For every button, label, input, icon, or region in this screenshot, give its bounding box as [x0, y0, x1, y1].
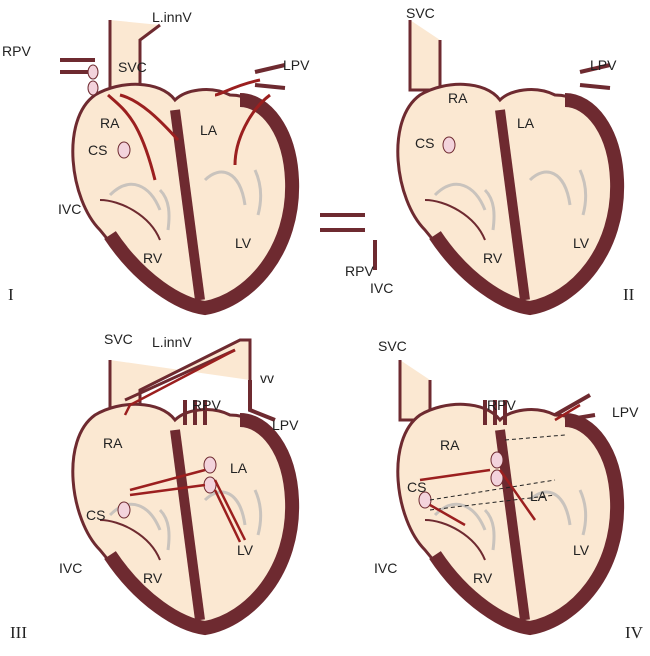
- label-la: LA: [530, 488, 548, 504]
- label-la: LA: [517, 115, 535, 131]
- label-ra: RA: [103, 435, 123, 451]
- panel-IV: SVC RPV LPV RA CS LA IVC RV LV IV: [374, 338, 644, 642]
- label-lpv: LPV: [272, 417, 299, 433]
- rpv-orifice: [490, 451, 504, 469]
- pulmonary-veins: [483, 393, 596, 425]
- label-ivc: IVC: [374, 560, 397, 576]
- label-vv: vv: [260, 370, 274, 386]
- rpv-orifice: [87, 80, 99, 96]
- label-cs: CS: [407, 479, 426, 495]
- label-rpv: RPV: [345, 263, 374, 279]
- label-rv: RV: [473, 570, 493, 586]
- label-ivc: IVC: [370, 280, 393, 296]
- heart-shape: [398, 404, 617, 628]
- panel-II: SVC LPV RA LA CS RPV IVC RV LV II: [320, 5, 635, 308]
- label-linnv: L.innV: [152, 9, 192, 25]
- label-rpv: RPV: [192, 397, 221, 413]
- flow-arrows: [419, 403, 581, 527]
- label-ra: RA: [100, 115, 120, 131]
- label-ivc: IVC: [58, 201, 81, 217]
- label-rpv: RPV: [2, 43, 31, 59]
- pulmonary-veins: [60, 58, 286, 90]
- svc-vessel: [408, 20, 442, 92]
- panel-numeral: III: [10, 623, 27, 642]
- label-ivc: IVC: [59, 560, 82, 576]
- label-lv: LV: [237, 542, 254, 558]
- pulmonary-veins: [183, 380, 276, 425]
- label-svc: SVC: [104, 331, 133, 347]
- panel-I: L.innV SVC RPV LPV RA LA CS IVC RV LV I: [2, 9, 310, 308]
- label-cs: CS: [86, 507, 105, 523]
- label-la: LA: [200, 122, 218, 138]
- flow-arrows: [107, 78, 271, 181]
- label-rv: RV: [143, 250, 163, 266]
- cs-orifice: [117, 501, 131, 519]
- label-linnv: L.innV: [152, 334, 192, 350]
- label-svc: SVC: [378, 338, 407, 354]
- heart-shape: [398, 84, 617, 308]
- label-ra: RA: [448, 90, 468, 106]
- panel-III: SVC L.innV vv RPV LPV RA LA CS IVC RV LV…: [10, 331, 299, 642]
- label-lv: LV: [573, 235, 590, 251]
- cs-orifice: [117, 141, 131, 159]
- flow-arrows: [123, 348, 247, 543]
- panel-numeral: I: [8, 285, 14, 304]
- label-lpv: LPV: [283, 57, 310, 73]
- label-rv: RV: [143, 570, 163, 586]
- label-ra: RA: [440, 437, 460, 453]
- rpv-orifice: [490, 469, 504, 487]
- label-lpv: LPV: [612, 404, 639, 420]
- label-rv: RV: [483, 250, 503, 266]
- label-rpv: RPV: [487, 397, 516, 413]
- pulmonary-veins: [320, 63, 611, 270]
- label-svc: SVC: [406, 5, 435, 21]
- label-lpv: LPV: [590, 57, 617, 73]
- label-la: LA: [230, 460, 248, 476]
- label-cs: CS: [88, 142, 107, 158]
- rpv-orifice: [87, 64, 99, 80]
- label-svc: SVC: [118, 59, 147, 75]
- panel-numeral: II: [623, 285, 635, 304]
- label-lv: LV: [573, 542, 590, 558]
- rpv-orifice: [203, 456, 217, 474]
- label-cs: CS: [415, 135, 434, 151]
- label-lv: LV: [235, 235, 252, 251]
- cs-orifice: [442, 136, 456, 154]
- panel-numeral: IV: [625, 623, 644, 642]
- unroofed-cs-outline: [429, 434, 566, 511]
